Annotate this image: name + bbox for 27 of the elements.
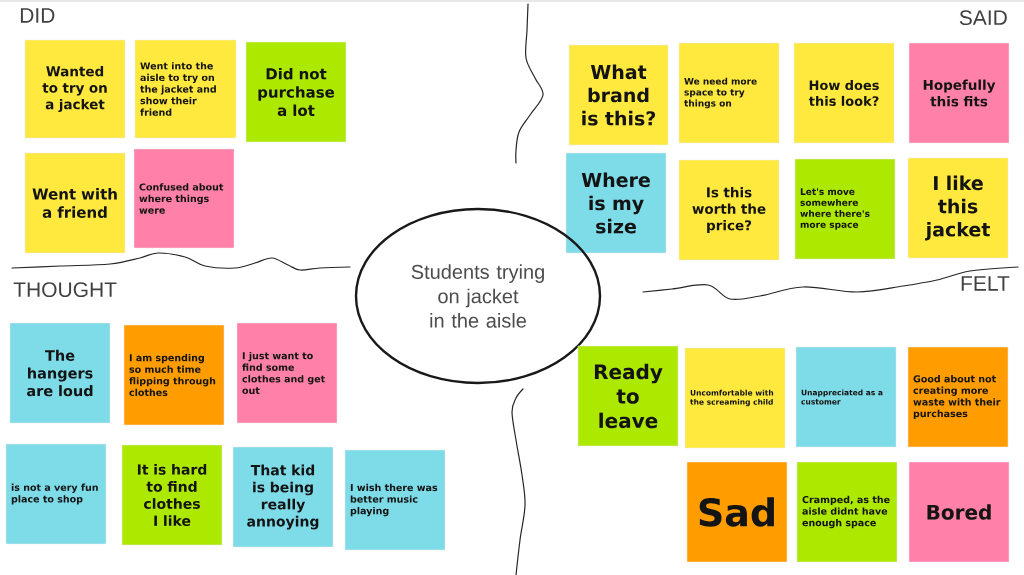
sticky-note: I just want to find some clothes and get out (236, 322, 338, 424)
sticky-note: Confused about where things were (133, 148, 235, 249)
sticky-note: Sad (686, 461, 788, 563)
sticky-note: is not a very fun place to shop (5, 443, 107, 545)
sticky-note: Good about not creating more waste with their purchases (907, 346, 1009, 448)
sticky-note: Bored (908, 461, 1010, 563)
sticky-note: Wanted to try on a jacket (24, 39, 126, 139)
sticky-note: Let's move somewhere where there's more space (794, 158, 896, 260)
sticky-note: The hangers are loud (9, 322, 111, 424)
sticky-note: Went into the aisle to try on the jacket and show their friend (134, 39, 237, 139)
sticky-note: It is hard to find clothes I like (121, 444, 223, 546)
sticky-note: How does this look? (793, 42, 895, 144)
sticky-note: Went with a friend (24, 152, 126, 254)
sticky-note: Is this worth the price? (678, 159, 780, 261)
sticky-note: I am spending so much time flipping through clothes (123, 324, 225, 426)
sticky-note: Did not purchase a lot (245, 41, 347, 143)
sticky-note: Where is my size (565, 152, 667, 254)
sticky-note: I like this jacket (907, 157, 1009, 259)
section-heading: FELT (961, 276, 1010, 291)
sticky-note: We need more space to try things on (678, 42, 780, 144)
sticky-note: I wish there was better music playing (344, 449, 446, 551)
sticky-note: Hopefully this fits (908, 42, 1010, 144)
sticky-note: That kid is being really annoying (232, 446, 334, 548)
sticky-note: Ready to leave (577, 345, 679, 447)
sticky-note: What brand is this? (568, 44, 669, 146)
sticky-note: Cramped, as the aisle didnt have enough space (796, 461, 898, 563)
section-heading: THOUGHT (13, 282, 117, 298)
